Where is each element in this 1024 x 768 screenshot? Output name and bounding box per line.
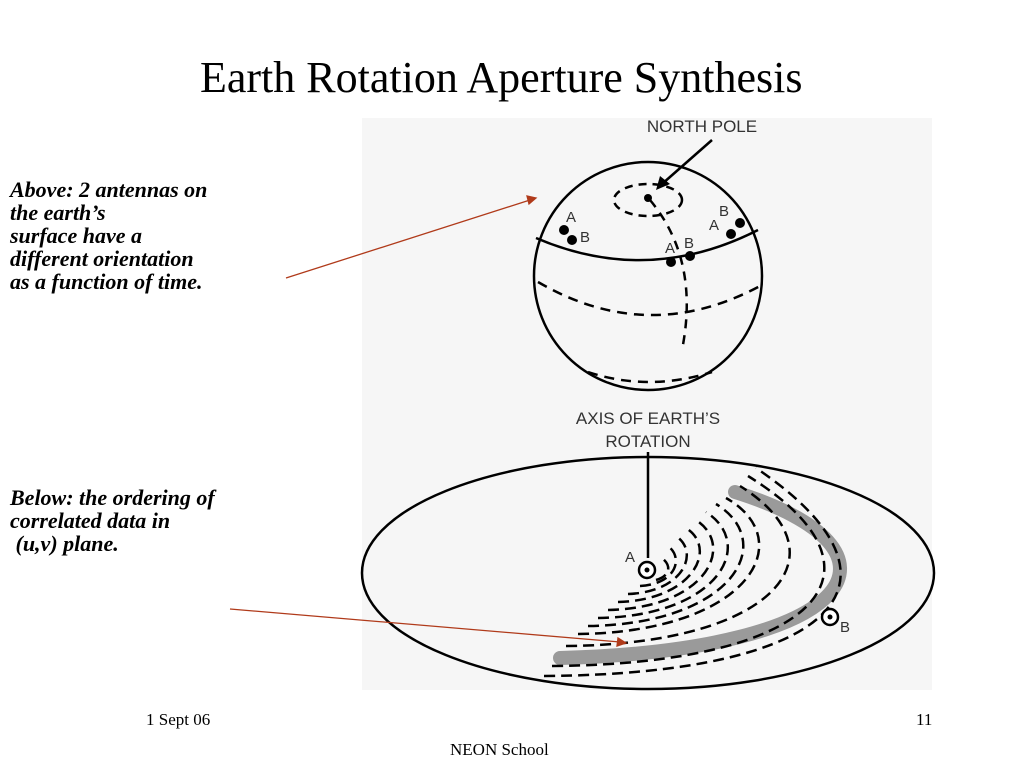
antenna-b-label: B: [719, 203, 729, 220]
callout-arrowhead-globe: [526, 195, 538, 206]
callout-arrows: [229, 195, 628, 647]
uv-point-b-center: [827, 614, 833, 620]
antenna-b-label: B: [580, 229, 590, 246]
figure-background: [362, 118, 932, 690]
lower-latitude-line: [587, 370, 713, 384]
caption-above: Above: 2 antennas on the earth’s surface…: [10, 177, 208, 294]
north-pole-pointer: [661, 139, 713, 185]
callout-arrow-uv: [229, 608, 621, 643]
uv-label-a: A: [625, 549, 635, 566]
footer-school: NEON School: [450, 740, 549, 759]
antenna-b-dot: [735, 218, 745, 228]
north-pole-arrowhead: [656, 176, 670, 190]
antenna-a-label: A: [566, 209, 576, 226]
axis-label-line1: AXIS OF EARTH’S: [576, 409, 720, 428]
north-pole-label: NORTH POLE: [647, 117, 757, 136]
slide-title: Earth Rotation Aperture Synthesis: [200, 53, 803, 102]
callout-arrow-globe: [285, 199, 531, 279]
globe-outline: [532, 160, 764, 392]
callout-arrowhead-uv: [616, 636, 628, 647]
globe-antennas: A B A B A B: [559, 203, 745, 267]
uv-track-solid: [553, 485, 847, 665]
antenna-a-label: A: [665, 240, 675, 257]
antenna-a-dot: [726, 229, 736, 239]
caption-below: Below: the ordering of correlated data i…: [10, 485, 215, 556]
latitude-circle-front: [535, 228, 759, 262]
antenna-a-dot: [666, 257, 676, 267]
footer-page-number: 11: [916, 710, 933, 729]
north-pole-dot: [644, 194, 652, 202]
polar-circle: [612, 182, 684, 218]
uv-point-a-center: [644, 567, 650, 573]
footer-date: 1 Sept 06: [146, 710, 211, 729]
antenna-b-label: B: [684, 235, 694, 252]
axis-label-line2: ROTATION: [605, 432, 690, 451]
antenna-a-dot: [559, 225, 569, 235]
uv-label-b: B: [840, 619, 850, 636]
antenna-b-dot: [685, 251, 695, 261]
meridian-line: [649, 199, 688, 351]
earth-globe: [532, 160, 764, 392]
antenna-a-label: A: [709, 217, 719, 234]
antenna-b-dot: [567, 235, 577, 245]
